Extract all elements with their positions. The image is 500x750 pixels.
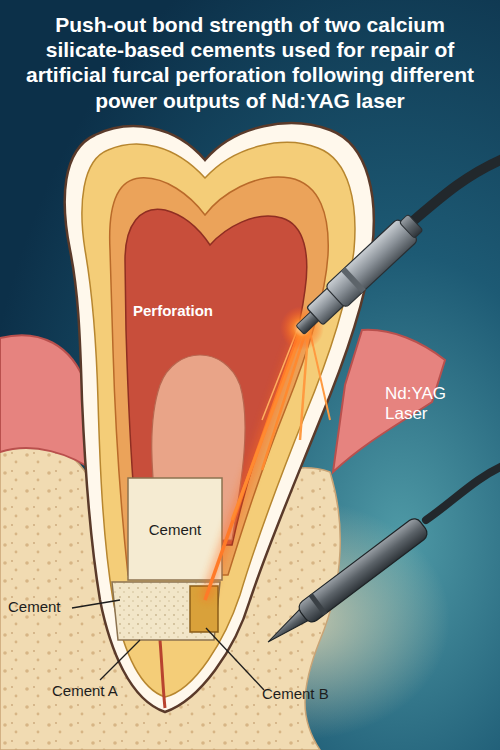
laser-beam [205, 306, 330, 600]
laser-cable [405, 158, 500, 228]
region-label: Perforation [118, 302, 228, 320]
probe-cable [426, 465, 500, 520]
probe-instrument [261, 516, 430, 652]
tooth-enamel [65, 123, 374, 712]
material-label: Cement [125, 521, 225, 539]
leader-line [206, 628, 264, 690]
laser-handpiece [290, 211, 426, 341]
material-label: Cement [8, 598, 88, 616]
device-label: Nd:YAG Laser [385, 384, 465, 425]
material-label: Cement B [262, 685, 372, 703]
leader-line [72, 600, 120, 608]
figure-title: Push-out bond strength of two calcium si… [14, 12, 486, 113]
material-label: Cement A [52, 682, 152, 700]
root-canal [160, 640, 165, 708]
leader-line [100, 640, 140, 680]
